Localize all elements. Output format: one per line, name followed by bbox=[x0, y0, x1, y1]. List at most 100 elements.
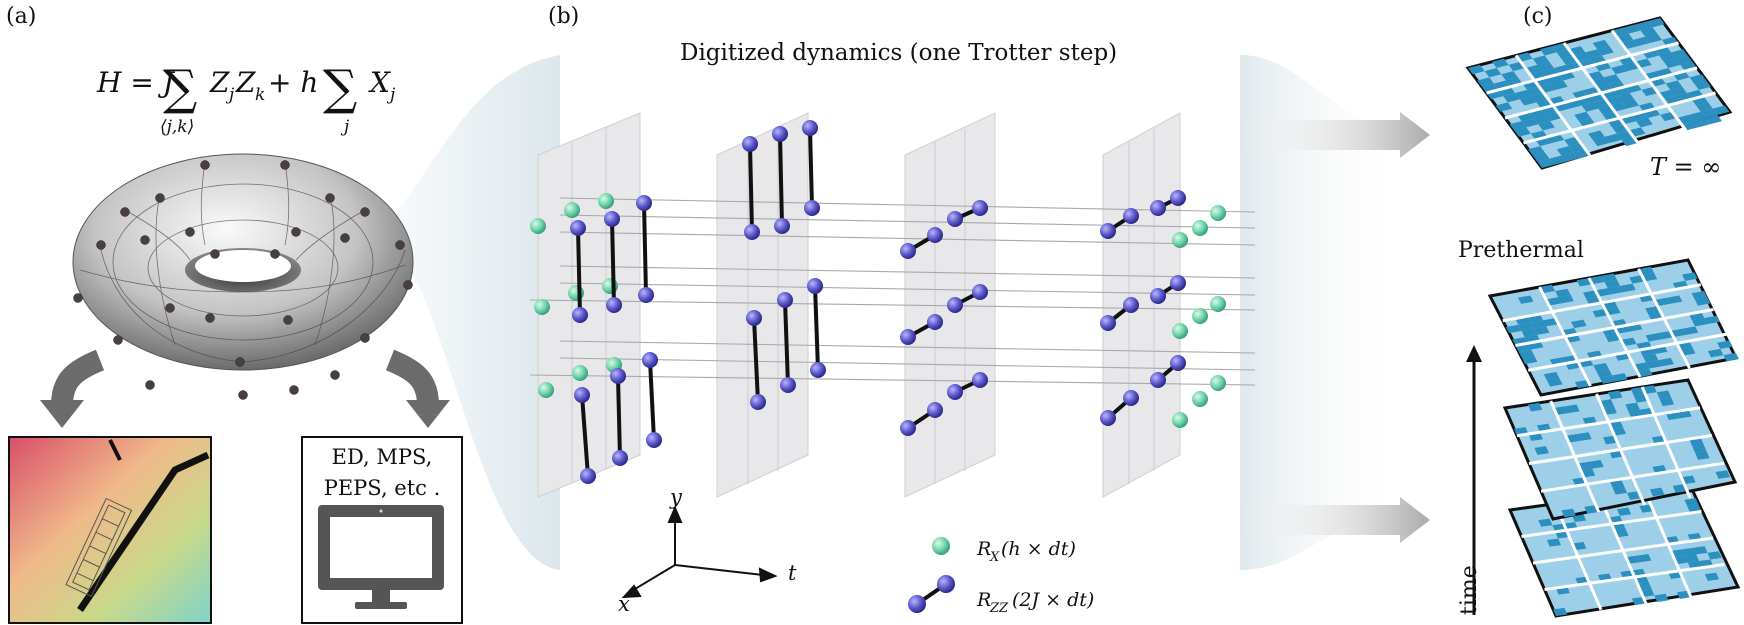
gate-layer bbox=[530, 120, 1226, 484]
lattice-cell bbox=[1547, 378, 1563, 387]
zz-qubit bbox=[742, 136, 758, 152]
plaquette-line bbox=[1532, 536, 1714, 565]
zz-qubit bbox=[580, 468, 596, 484]
lattice-cell bbox=[1518, 349, 1535, 358]
zz-qubit bbox=[804, 200, 820, 216]
zz-qubit bbox=[772, 126, 788, 142]
classical-methods-text: ED, MPS, PEPS, etc . bbox=[304, 442, 460, 504]
plaquette-line bbox=[1610, 29, 1688, 132]
lattice-cell bbox=[1694, 80, 1711, 90]
rx-qubit bbox=[538, 382, 554, 398]
lattice-cell bbox=[1679, 347, 1696, 356]
ham-h: + h bbox=[268, 66, 318, 99]
lattice-cell bbox=[1617, 93, 1635, 103]
lattice-cell bbox=[1537, 158, 1554, 168]
rx-qubit bbox=[1210, 205, 1226, 221]
lattice-cell bbox=[1551, 80, 1568, 90]
lattice-cell bbox=[1519, 96, 1537, 106]
lattice-cell bbox=[1577, 432, 1592, 441]
fan-left bbox=[395, 55, 560, 570]
ham-z2-idx: k bbox=[255, 85, 265, 105]
zz-qubit bbox=[570, 220, 586, 236]
time-label: time bbox=[1457, 565, 1482, 615]
lattice-cell bbox=[1530, 320, 1547, 329]
lattice-cell bbox=[1645, 33, 1662, 43]
time-arrow bbox=[1466, 345, 1482, 615]
rx-qubit bbox=[1210, 375, 1226, 391]
lattice-cell bbox=[1528, 146, 1545, 156]
legend-rx-gate: R bbox=[976, 538, 991, 560]
lattice-cell bbox=[1707, 551, 1722, 560]
lattice-cell bbox=[1521, 118, 1539, 128]
lattice-cell bbox=[1503, 93, 1520, 103]
lattice-cell bbox=[1585, 49, 1602, 59]
lattice-cell bbox=[1642, 353, 1659, 363]
lattice-cell bbox=[1624, 24, 1641, 34]
lattice-cell bbox=[1636, 368, 1653, 377]
lattice-cell bbox=[1571, 319, 1587, 329]
lattice-cell bbox=[1658, 357, 1674, 367]
axis-y-label: y bbox=[669, 485, 683, 509]
lattice-cell bbox=[1636, 21, 1653, 31]
lattice-cell bbox=[1592, 136, 1610, 147]
zz-qubit bbox=[947, 211, 963, 227]
ham-x-idx: j bbox=[386, 85, 396, 105]
lattice-cell bbox=[1704, 572, 1719, 581]
zz-bond bbox=[580, 394, 590, 477]
zz-bond bbox=[808, 127, 814, 209]
lattice-cell bbox=[1637, 554, 1652, 563]
lattice-cell bbox=[1707, 348, 1724, 358]
lattice-cell bbox=[1534, 446, 1549, 455]
lattice-cell bbox=[1515, 89, 1532, 100]
lattice-cell bbox=[1518, 322, 1534, 331]
lattice-cell bbox=[1543, 317, 1559, 327]
plane-gridlines bbox=[571, 127, 1155, 484]
zz-qubit bbox=[1150, 200, 1166, 216]
zz-qubit bbox=[810, 362, 826, 378]
torus bbox=[72, 153, 414, 400]
lattice-cell bbox=[1538, 121, 1555, 131]
zz-qubit bbox=[972, 200, 988, 216]
lattice-infinite-temperature bbox=[1465, 16, 1733, 170]
plaquette-line bbox=[1540, 461, 1725, 493]
lattice-cell bbox=[1532, 152, 1550, 162]
zz-qubit bbox=[1150, 372, 1166, 388]
legend-rzz-gate: R bbox=[976, 589, 991, 611]
lattice-cell bbox=[1617, 507, 1632, 516]
rx-qubit bbox=[534, 299, 550, 315]
classical-methods-line1: ED, MPS, bbox=[331, 445, 433, 469]
lattice-cell bbox=[1492, 58, 1509, 68]
zz-qubit bbox=[750, 394, 766, 410]
lattice-cell bbox=[1656, 390, 1672, 400]
lattice-cell bbox=[1539, 284, 1556, 294]
lattice-cell bbox=[1597, 46, 1614, 56]
lattice-cell bbox=[1654, 297, 1670, 307]
lattice-cell bbox=[1693, 546, 1708, 555]
zz-qubit bbox=[927, 402, 943, 418]
zz-qubit bbox=[900, 329, 916, 345]
plane-2 bbox=[716, 112, 809, 498]
lattice-cell bbox=[1514, 127, 1531, 137]
axes bbox=[621, 505, 778, 599]
lattice-cell bbox=[1636, 118, 1653, 128]
lattice-cell bbox=[1545, 297, 1562, 306]
panel-b-title: Digitized dynamics (one Trotter step) bbox=[680, 40, 1118, 66]
zz-qubit bbox=[1150, 288, 1166, 304]
zz-qubit bbox=[774, 218, 790, 234]
zz-qubit bbox=[636, 195, 652, 211]
plane-1 bbox=[537, 112, 641, 498]
rx-qubit bbox=[1172, 323, 1188, 339]
lattice-cell bbox=[1612, 373, 1628, 382]
plaquette-line bbox=[1640, 386, 1692, 499]
lattice-cell bbox=[1611, 64, 1628, 75]
plaquette-line bbox=[1527, 332, 1727, 372]
rx-qubit bbox=[572, 365, 588, 381]
zz-qubit bbox=[1100, 223, 1116, 239]
zz-bond bbox=[610, 218, 616, 306]
ham-z1: Z bbox=[209, 66, 230, 99]
lattice-cell bbox=[1576, 278, 1593, 287]
zz-qubit bbox=[802, 120, 818, 136]
lattice-cell bbox=[1685, 554, 1700, 563]
lattice-cell bbox=[1593, 362, 1609, 372]
arrow-to-chip bbox=[40, 349, 105, 428]
